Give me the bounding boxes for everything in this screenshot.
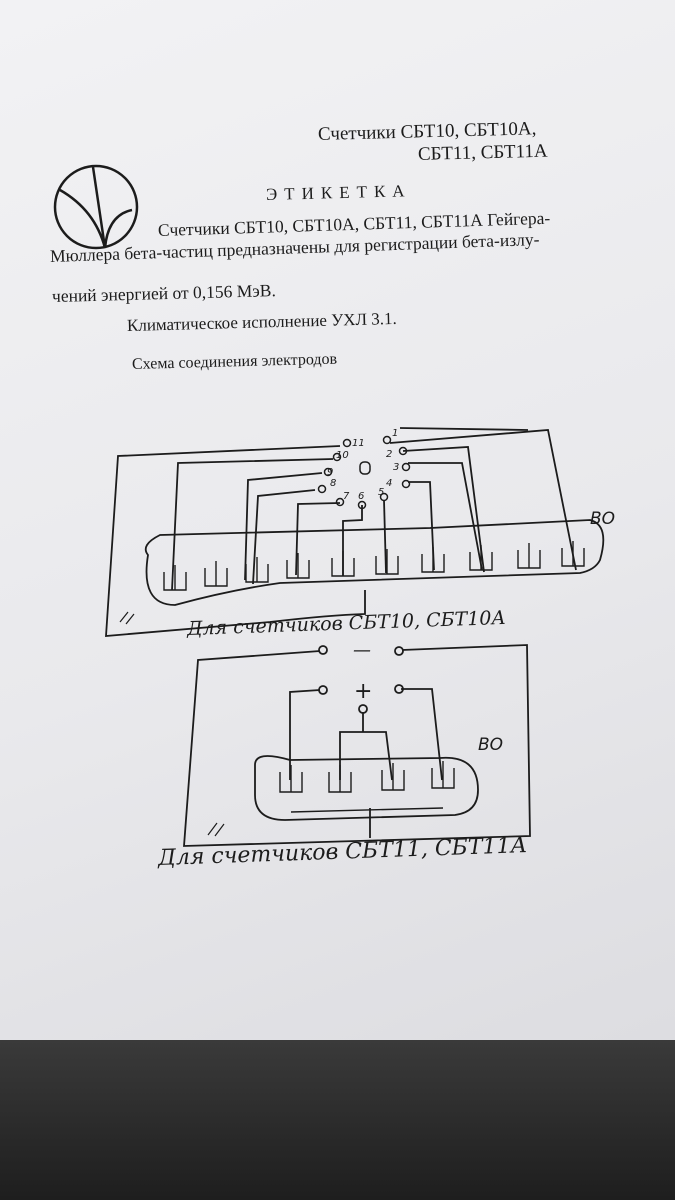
pin-label-5: 5 <box>378 487 384 498</box>
pin-label-9: 9 <box>327 467 333 478</box>
manufacturer-logo <box>53 164 139 250</box>
pin-label-8: 8 <box>330 478 336 489</box>
minus-terminal-label: — <box>353 640 371 661</box>
pin-label-11: 11 <box>352 438 365 449</box>
pin-label-7: 7 <box>343 491 350 502</box>
window-label-1: ВО <box>590 509 615 529</box>
window-label-2: ВО <box>478 735 503 755</box>
pin-label-4: 4 <box>386 478 392 489</box>
pin-label-6: 6 <box>358 491 364 502</box>
document-title: ЭТИКЕТКА <box>265 181 412 204</box>
background-surface <box>0 1040 675 1200</box>
pin-label-2: 2 <box>386 449 392 460</box>
wiring-diagram-sbt10 <box>105 427 605 637</box>
pin-label-3: 3 <box>393 462 399 473</box>
wiring-diagram-sbt11 <box>183 644 531 847</box>
pin-label-10: 10 <box>336 450 349 461</box>
plus-terminal-label: + <box>354 679 372 704</box>
pin-label-1: 1 <box>392 428 398 439</box>
